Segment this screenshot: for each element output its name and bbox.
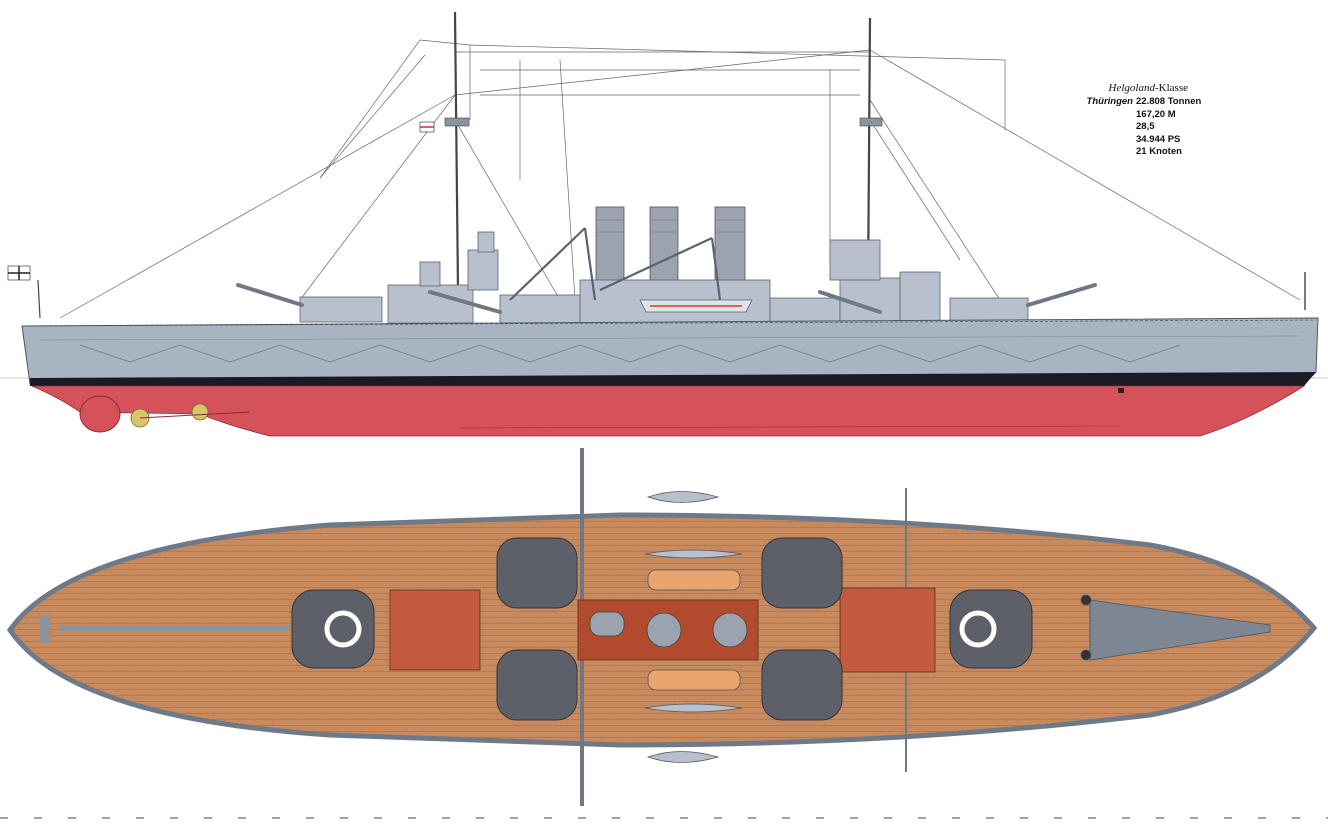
spec-row-power: 34.944 PS — [1086, 134, 1206, 147]
rigging-wires — [59, 39, 1301, 319]
funnel-tops — [589, 611, 748, 648]
spec-row-length: 167,20 M — [1086, 109, 1206, 122]
stern-fittings — [40, 615, 290, 643]
displacement-value: 22.808 Tonnen — [1136, 96, 1202, 107]
speed-value: 21 Knoten — [1136, 146, 1182, 157]
end-turrets — [291, 589, 1033, 669]
spec-row-displacement: Thüringen 22.808 Tonnen — [1086, 96, 1206, 109]
launches — [644, 491, 743, 763]
beam-value: 28,5 — [1136, 121, 1155, 132]
spec-row-beam: 28,5 — [1086, 121, 1206, 134]
ship-name: Thüringen — [1086, 96, 1133, 107]
side-profile — [0, 11, 1328, 437]
superstructure — [299, 231, 1029, 325]
wing-turrets — [496, 537, 843, 721]
plan-view — [6, 448, 1318, 806]
class-title: Helgoland-Klasse — [1086, 82, 1206, 94]
ensign-flags — [7, 121, 435, 281]
hull — [21, 317, 1319, 437]
class-suffix: -Klasse — [1155, 82, 1188, 94]
power-value: 34.944 PS — [1136, 133, 1181, 145]
spec-row-speed: 21 Knoten — [1086, 146, 1206, 159]
length-value: 167,20 M — [1136, 108, 1176, 120]
class-name: Helgoland — [1108, 82, 1155, 94]
ship-specifications: Helgoland-Klasse Thüringen 22.808 Tonnen… — [1086, 82, 1206, 159]
bow-anchor-gear — [1080, 594, 1271, 661]
gun-barrels — [236, 283, 1097, 314]
boat-cranes — [509, 227, 722, 301]
